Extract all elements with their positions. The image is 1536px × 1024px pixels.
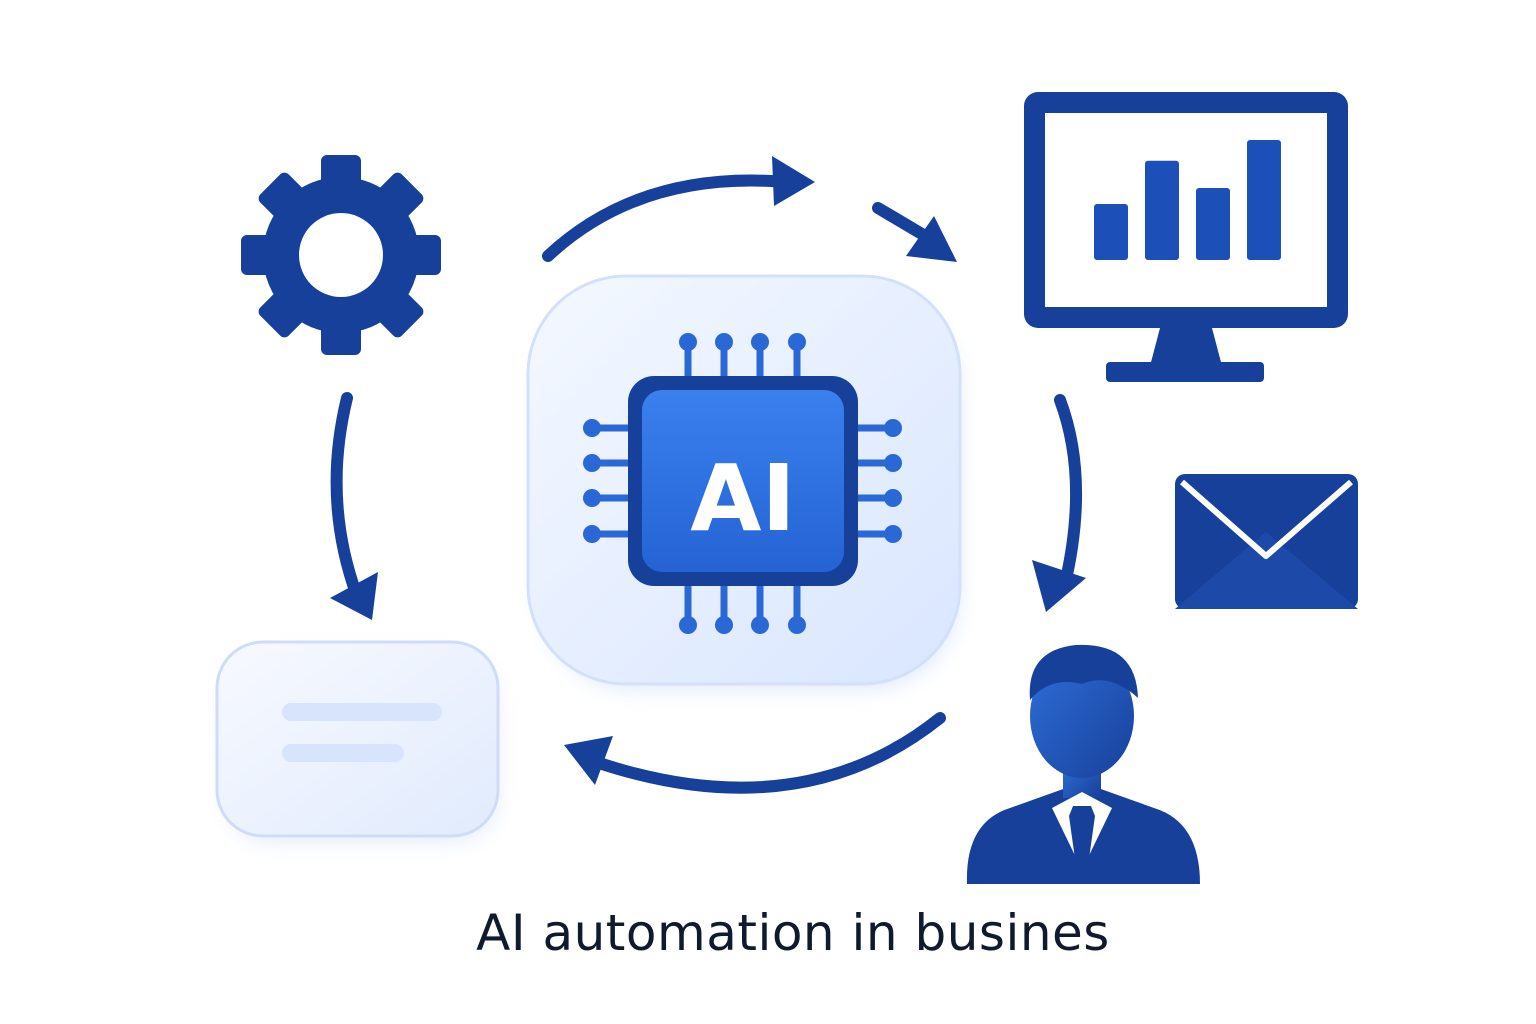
chip-pin-dot	[788, 333, 806, 351]
diagram-caption: AI automation in busines	[476, 904, 1110, 962]
ai-chip-icon: AI	[583, 333, 902, 634]
monitor-bar	[1145, 160, 1179, 260]
arrow-to-monitor	[872, 202, 957, 262]
chip-pin-dot	[679, 616, 697, 634]
chip-pin-dot	[884, 454, 902, 472]
chip-pin-dot	[583, 419, 601, 437]
monitor-bar-chart-icon	[1024, 92, 1348, 382]
arrow-gear-to-card	[330, 392, 378, 620]
chip-pin-dot	[884, 489, 902, 507]
chip-pin-dot	[583, 489, 601, 507]
envelope-icon	[1175, 474, 1358, 609]
chip-pin-dot	[679, 333, 697, 351]
chip-pin-dot	[751, 333, 769, 351]
arrow-top-arc	[542, 156, 815, 262]
monitor-bar	[1094, 204, 1128, 260]
chip-pin-dot	[715, 616, 733, 634]
message-card-icon	[215, 640, 500, 842]
chip-pin-dot	[884, 525, 902, 543]
arrow-bottom-arc	[564, 712, 946, 794]
chip-pin-dot	[884, 419, 902, 437]
businessman-icon	[966, 644, 1200, 884]
chip-pin-dot	[788, 616, 806, 634]
ai-chip-label: AI	[690, 445, 795, 552]
gear-icon	[241, 155, 441, 355]
chip-pin-dot	[751, 616, 769, 634]
monitor-bar	[1247, 140, 1281, 260]
chip-pin-dot	[715, 333, 733, 351]
monitor-bar	[1196, 188, 1230, 260]
chip-pin-dot	[583, 525, 601, 543]
chip-pin-dot	[583, 454, 601, 472]
arrow-monitor-to-user	[1032, 394, 1086, 612]
